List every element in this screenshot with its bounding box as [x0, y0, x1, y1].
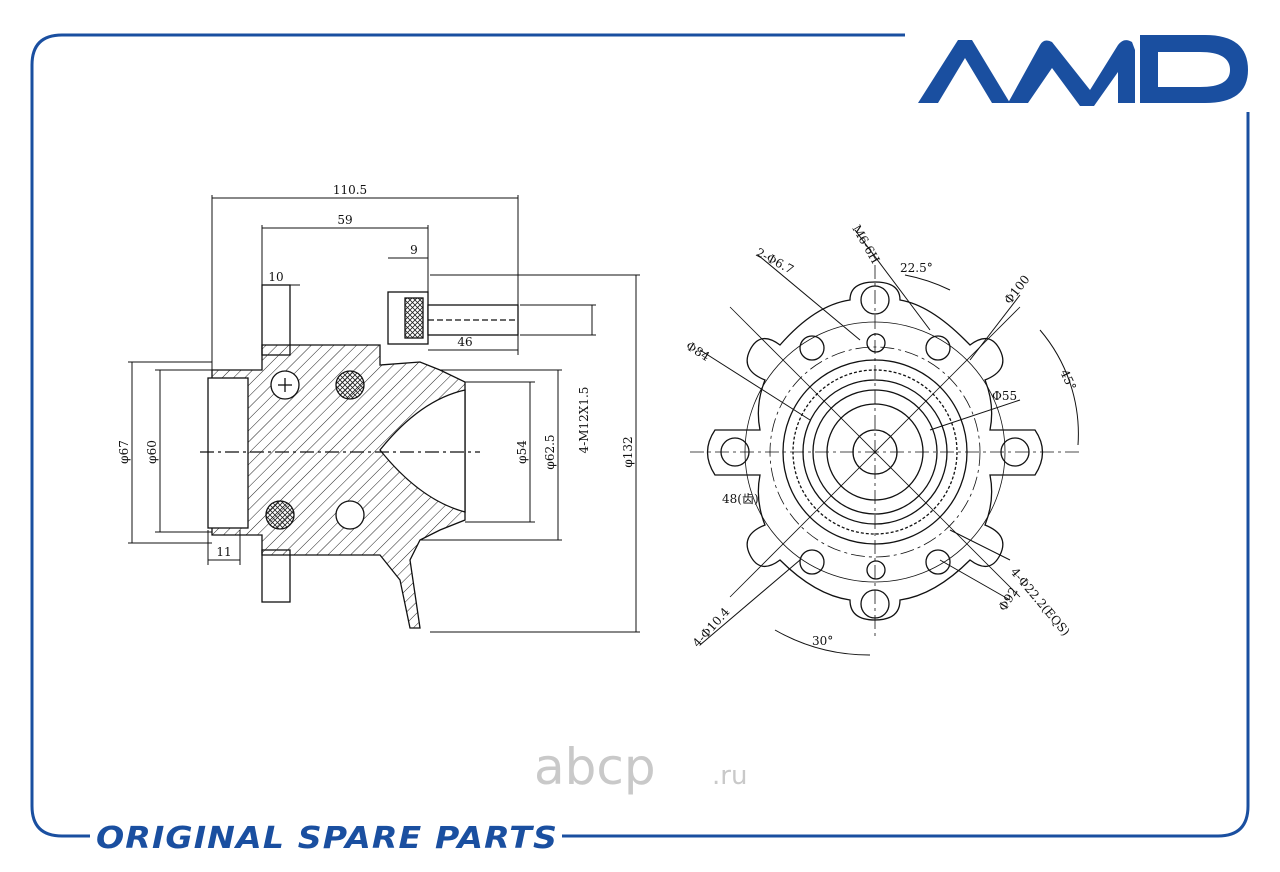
- dim-overall-length: 110.5: [333, 183, 367, 197]
- dim-flange-thickness: 10: [268, 270, 283, 284]
- label-dia-100: Φ100: [1001, 272, 1032, 306]
- label-dia-55: Φ55: [992, 389, 1017, 403]
- label-angle-22-5: 22.5°: [900, 261, 933, 275]
- label-angle-45: 45°: [1057, 367, 1079, 392]
- label-dia-92: Φ92: [996, 585, 1021, 614]
- dim-thread: 4-M12X1.5: [577, 387, 591, 454]
- dim-stud-offset: 9: [410, 243, 418, 257]
- dim-left-step: 11: [216, 545, 231, 559]
- logo-text: AMD: [1079, 99, 1082, 101]
- front-view-annotations: [699, 229, 1079, 656]
- dim-dia-60: φ60: [145, 440, 159, 464]
- dim-stud-length: 46: [457, 335, 472, 349]
- page-frame: [30, 33, 1250, 838]
- dim-dia-62-5: φ62.5: [543, 434, 557, 469]
- label-two-holes: 2-Φ6.7: [754, 245, 796, 276]
- label-m6: M6-6H: [849, 223, 882, 266]
- watermark-name: abcp: [534, 738, 656, 796]
- dim-dia-132: φ132: [621, 436, 635, 467]
- front-view: [690, 265, 1080, 640]
- side-view-dimensions: [128, 195, 640, 633]
- dim-flange-to-face: 59: [337, 213, 352, 227]
- label-abs-48: 48(齿): [722, 492, 759, 506]
- watermark: abcp .ru: [534, 738, 747, 796]
- label-four-22-2: 4-Φ22.2(EQS): [1008, 565, 1073, 639]
- footer-tagline: ORIGINAL SPARE PARTS: [96, 821, 558, 856]
- watermark-suffix: .ru: [712, 761, 747, 791]
- brand-logo: AMD: [918, 35, 1248, 107]
- dim-dia-54: φ54: [515, 440, 529, 464]
- label-angle-30: 30°: [812, 634, 833, 648]
- label-dia-84: Φ84: [683, 339, 712, 364]
- side-view: [200, 284, 519, 629]
- dim-dia-67: φ67: [117, 440, 131, 464]
- front-view-labels: M6-6H 22.5° 2-Φ6.7 Φ100 Φ84 45° Φ55 48(齿…: [683, 223, 1079, 651]
- label-four-10-4: 4-Φ10.4: [690, 605, 733, 650]
- side-view-labels: 110.5 59 10 9 46 11 φ67 φ60 φ54 φ62.5 4-…: [117, 183, 635, 559]
